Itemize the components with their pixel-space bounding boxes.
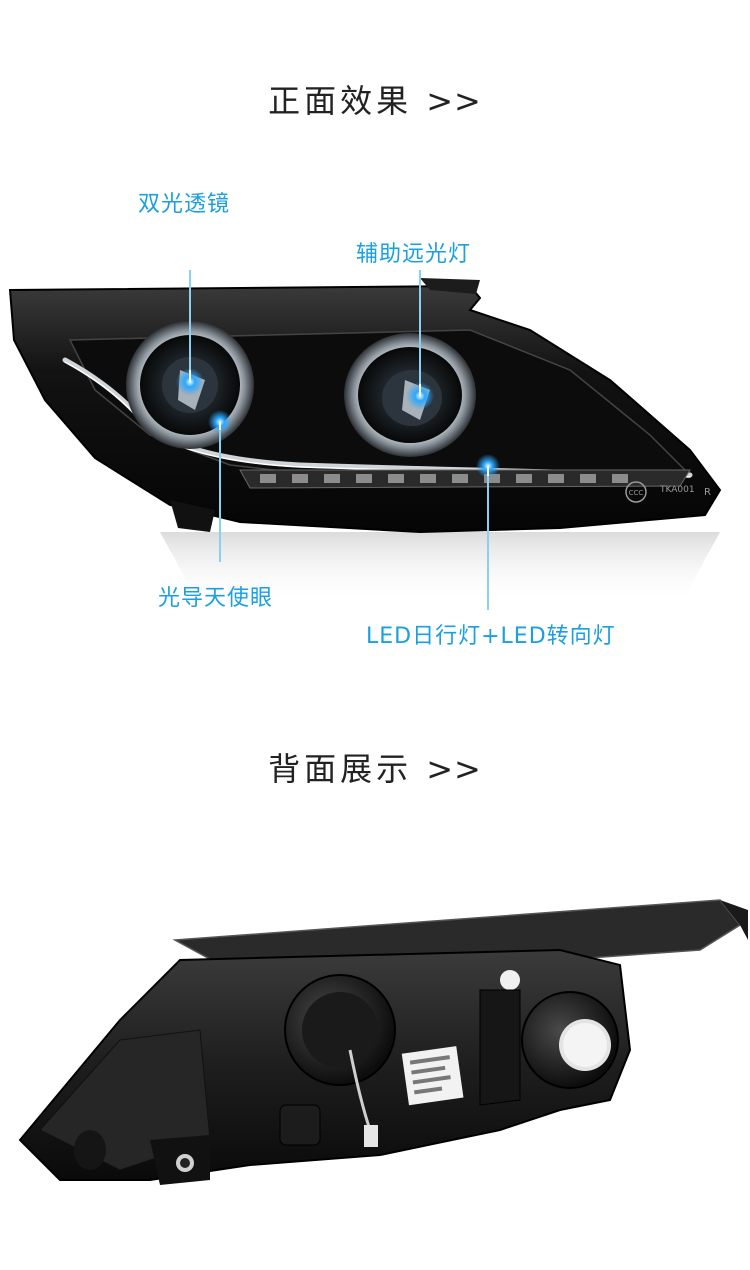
model-mark-text: TKA001	[659, 485, 695, 495]
back-headlamp-image	[18, 899, 748, 1185]
ccc-mark-text: CCC	[629, 489, 644, 497]
callout-bi-xenon-lens: 双光透镜	[138, 192, 231, 217]
wire-connector	[279, 1104, 321, 1146]
led-segments	[260, 474, 628, 483]
back-title-text: 背面展示	[268, 750, 413, 788]
callout-led-drl-turn: LED日行灯+LED转向灯	[366, 624, 616, 649]
ccc-seal	[625, 481, 647, 503]
callout-aux-high-beam: 辅助远光灯	[356, 242, 472, 267]
callout-angel-eye: 光导天使眼	[158, 586, 274, 611]
back-section-title: 背面展示 >>	[0, 744, 750, 790]
lower-bracket	[170, 500, 215, 532]
mounting-bracket	[420, 278, 480, 294]
double-chevron-icon: >>	[426, 82, 482, 120]
bulb-cap-left	[284, 974, 396, 1086]
front-title-text: 正面效果	[268, 82, 413, 120]
side-mark-text: R	[704, 487, 711, 498]
vent-cap	[500, 970, 520, 990]
adjuster-knob	[74, 1130, 106, 1170]
reflection-shadow	[160, 532, 720, 605]
front-headlamp-image: CCC TKA001 R	[8, 270, 722, 610]
certification-marks: CCC TKA001 R	[625, 481, 711, 503]
front-section-title: 正面效果 >>	[0, 76, 750, 122]
bulb-cap-right	[521, 991, 619, 1089]
wire-harness	[348, 1049, 372, 1131]
double-chevron-icon: >>	[426, 750, 482, 788]
part-label-sticker	[401, 1046, 464, 1106]
